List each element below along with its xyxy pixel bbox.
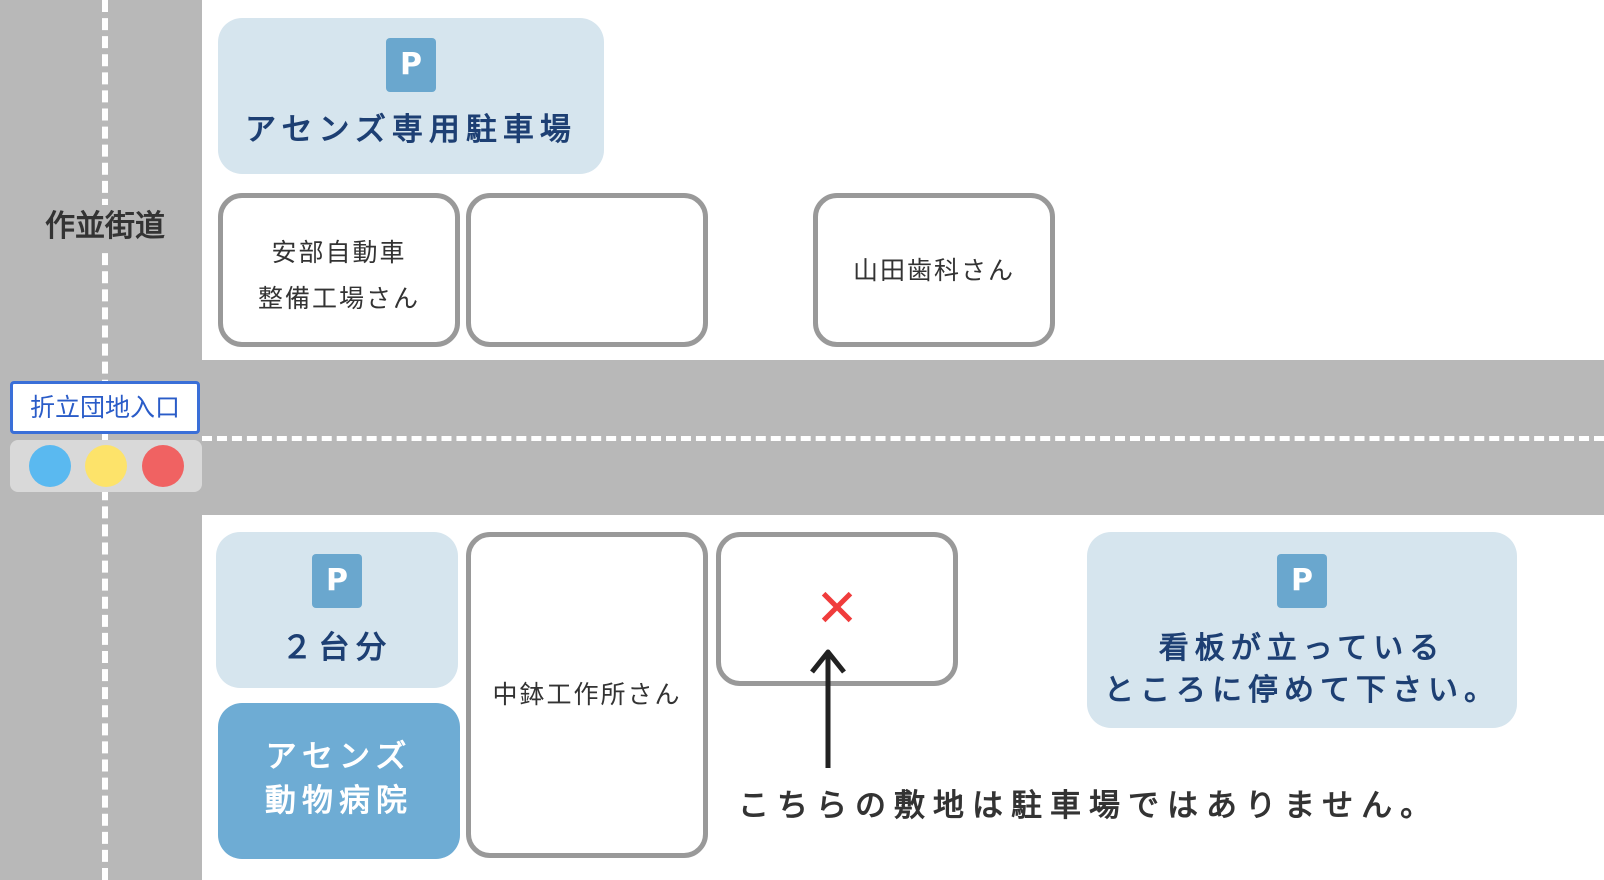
building-label: 中鉢工作所さん: [492, 680, 682, 709]
no-parking-cross-icon: ✕: [815, 579, 859, 639]
parking-sign-instruction: P 看板が立っている ところに停めて下さい。: [1087, 532, 1517, 728]
signal-blue-lamp-icon: [29, 445, 71, 487]
parking-icon: P: [312, 554, 362, 608]
hospital-name-line1: アセンズ: [265, 739, 413, 775]
parking-lot-label: アセンズ専用駐車場: [245, 112, 577, 148]
instruction-line2: ところに停めて下さい。: [1104, 673, 1500, 708]
no-parking-note: こちらの敷地は駐車場ではありません。: [738, 788, 1440, 824]
intersection-sign: 折立団地入口: [10, 381, 200, 434]
building-abe-auto-repair: 安部自動車 整備工場さん: [218, 193, 460, 347]
athens-animal-hospital: アセンズ 動物病院: [218, 703, 460, 859]
building-empty-lot: [466, 193, 708, 347]
no-parking-lot: ✕: [716, 532, 958, 686]
road-center-line-horizontal: [202, 436, 1604, 441]
parking-icon: P: [386, 38, 436, 92]
building-label: 山田歯科さん: [852, 256, 1015, 285]
arrow-up-icon: [810, 649, 846, 768]
two-car-parking: P ２台分: [216, 532, 458, 688]
building-label-line2: 整備工場さん: [257, 284, 420, 313]
athens-parking-lot: P アセンズ専用駐車場: [218, 18, 604, 174]
signal-yellow-lamp-icon: [85, 445, 127, 487]
hospital-name-line2: 動物病院: [265, 783, 413, 819]
traffic-signal: [10, 440, 202, 492]
building-label-line1: 安部自動車: [271, 238, 407, 267]
main-street-label: 作並街道: [30, 205, 180, 249]
parking-icon: P: [1277, 554, 1327, 608]
building-yamada-dental: 山田歯科さん: [813, 193, 1055, 347]
instruction-line1: 看板が立っている: [1158, 631, 1446, 666]
building-nakabachi-works: 中鉢工作所さん: [466, 532, 708, 858]
signal-red-lamp-icon: [142, 445, 184, 487]
parking-capacity-label: ２台分: [281, 630, 393, 666]
